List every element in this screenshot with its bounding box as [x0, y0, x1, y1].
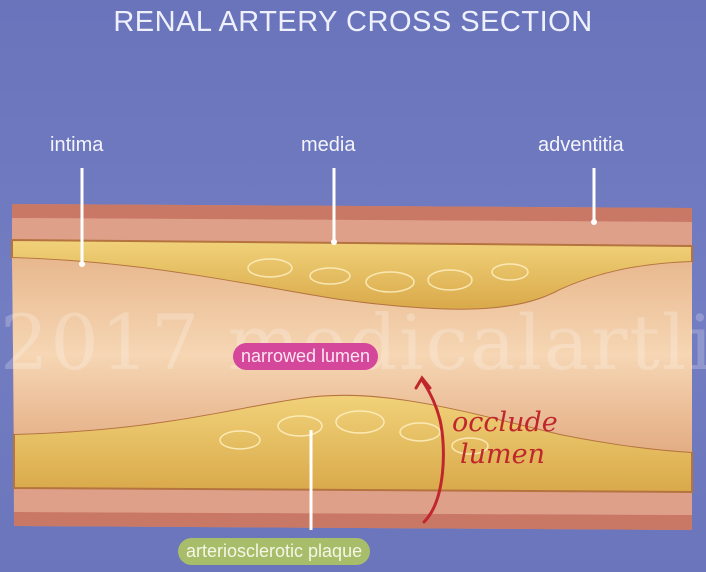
label-media: media — [301, 134, 356, 156]
diagram-title: RENAL ARTERY CROSS SECTION — [113, 6, 593, 38]
label-adventitia: adventitia — [538, 134, 624, 156]
adventitia-top — [12, 204, 692, 222]
label-arteriosclerotic-plaque: arteriosclerotic plaque — [178, 538, 371, 565]
watermark: 2017 medicalartlibrary — [0, 298, 706, 387]
label-pointers — [80, 168, 596, 530]
handwritten-note-line2: lumen — [460, 439, 545, 470]
label-narrowed-lumen: narrowed lumen — [233, 343, 379, 370]
media-bottom — [14, 488, 692, 515]
plaque-texture — [219, 258, 529, 455]
annotation-arrow — [420, 378, 445, 524]
media-top — [12, 218, 692, 246]
handwritten-note-line1: occlude — [452, 407, 558, 438]
adventitia-bottom — [14, 512, 692, 530]
label-intima: intima — [50, 134, 104, 156]
